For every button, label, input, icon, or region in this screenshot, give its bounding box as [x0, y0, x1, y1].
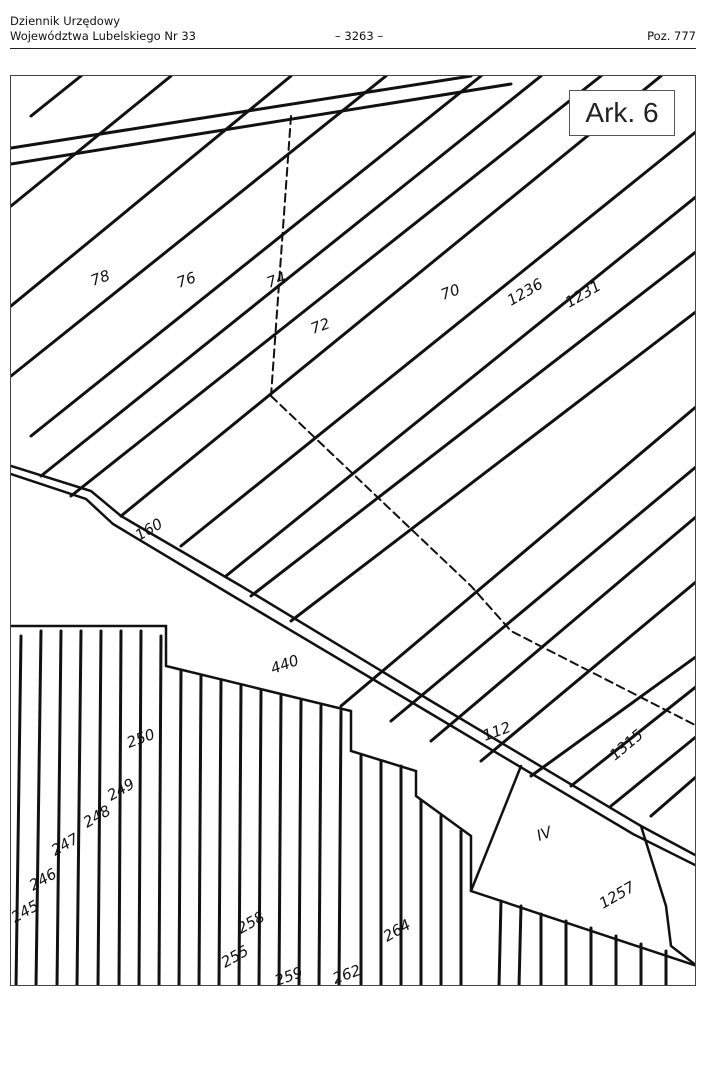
- plot-number: 78: [88, 266, 112, 289]
- plot-number: 112: [480, 718, 513, 745]
- publication-title-line1: Dziennik Urzędowy: [10, 14, 121, 28]
- sheet-label: Ark. 6: [569, 90, 675, 136]
- plot-number: IV: [534, 822, 556, 845]
- plot-number: 1257: [596, 878, 638, 913]
- page-number: – 3263 –: [335, 29, 384, 43]
- publication-title-line2: Województwa Lubelskiego Nr 33: [10, 29, 196, 43]
- plot-number: 262: [330, 961, 363, 986]
- plot-number: 76: [174, 268, 198, 291]
- publication-title: Dziennik Urzędowy Województwa Lubelskieg…: [10, 14, 196, 44]
- plot-number: 255: [218, 942, 252, 972]
- map-drawing: 78 76 74 72 70 1236 1231 160 440 250 249…: [11, 76, 695, 986]
- position-number: Poz. 777: [647, 29, 696, 43]
- plot-number: 264: [380, 916, 414, 946]
- cadastral-map: 78 76 74 72 70 1236 1231 160 440 250 249…: [10, 75, 696, 986]
- plot-number: 440: [268, 651, 301, 678]
- plot-number: 74: [264, 268, 288, 291]
- page-header: Dziennik Urzędowy Województwa Lubelskieg…: [10, 14, 696, 49]
- plot-number: 250: [124, 725, 157, 752]
- plot-number: 248: [80, 802, 114, 832]
- plot-number: 72: [308, 314, 332, 337]
- plot-number: 70: [438, 280, 462, 303]
- plot-number: 246: [26, 865, 60, 895]
- plot-number: 1231: [562, 277, 604, 312]
